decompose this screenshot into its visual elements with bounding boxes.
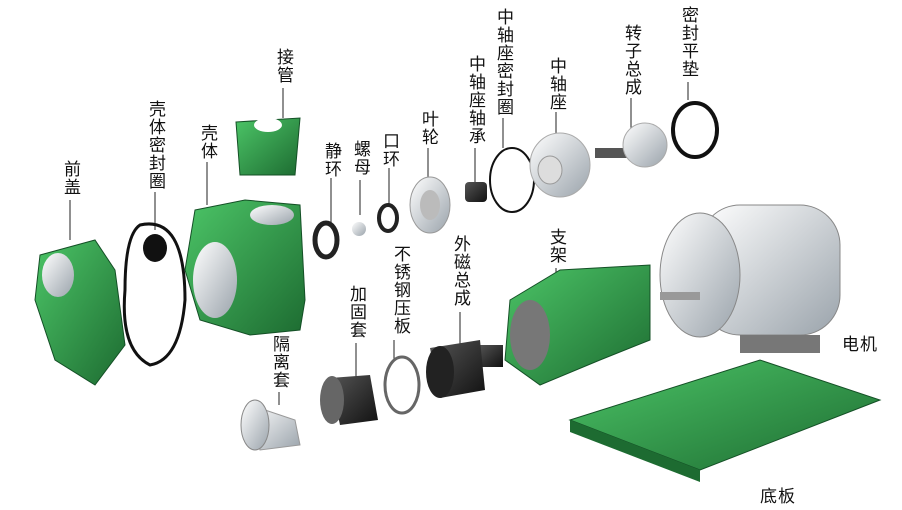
label-rotor-assembly: 转子总成 — [621, 24, 641, 96]
label-nut: 螺母 — [350, 140, 370, 176]
label-center-shaft-bearing: 中轴座轴承 — [465, 55, 485, 145]
label-motor: 电机 — [842, 335, 878, 355]
center-shaft-seat-part — [529, 132, 591, 198]
label-stainless-pressure-plate: 不锈钢压板 — [390, 245, 410, 335]
base-plate-part — [568, 359, 882, 482]
label-housing: 壳体 — [197, 124, 217, 160]
outer-magnet-assembly-part — [426, 340, 503, 398]
label-mouth-ring: 口环 — [379, 132, 399, 168]
reinforcement-sleeve-part — [320, 375, 378, 425]
front-cover-part — [34, 239, 126, 386]
bracket-part — [504, 264, 651, 386]
center-shaft-seal-ring-part — [489, 147, 535, 213]
label-impeller: 叶轮 — [418, 110, 438, 146]
label-reinforcement-sleeve: 加固套 — [346, 285, 366, 339]
label-front-cover: 前盖 — [60, 160, 80, 196]
flat-seal-gasket-part — [671, 101, 719, 159]
nut-part — [352, 222, 366, 236]
impeller-part — [409, 176, 451, 234]
rotor-assembly-part — [595, 122, 668, 168]
label-flat-seal-gasket: 密封平垫 — [678, 6, 698, 78]
housing-seal-ring-part — [122, 222, 187, 367]
label-pipe-connector: 接管 — [273, 48, 293, 84]
isolation-sleeve-part — [240, 399, 301, 451]
label-isolation-sleeve: 隔离套 — [269, 335, 289, 389]
housing-part — [184, 199, 306, 336]
center-shaft-bearing-part — [465, 182, 487, 202]
label-bracket: 支架 — [546, 228, 566, 264]
mouth-ring-part — [377, 203, 399, 233]
motor-part — [659, 204, 841, 353]
label-housing-seal-ring: 壳体密封圈 — [145, 100, 165, 190]
label-base-plate: 底板 — [760, 487, 796, 507]
label-center-shaft-seat: 中轴座 — [546, 57, 566, 111]
label-center-shaft-seal-ring: 中轴座密封圈 — [493, 8, 513, 116]
pipe-connector-part — [235, 117, 301, 176]
stainless-pressure-plate-part — [383, 355, 421, 415]
label-stationary-ring: 静环 — [321, 142, 341, 178]
label-outer-magnet-assembly: 外磁总成 — [450, 235, 470, 307]
stationary-ring-part — [312, 220, 340, 260]
